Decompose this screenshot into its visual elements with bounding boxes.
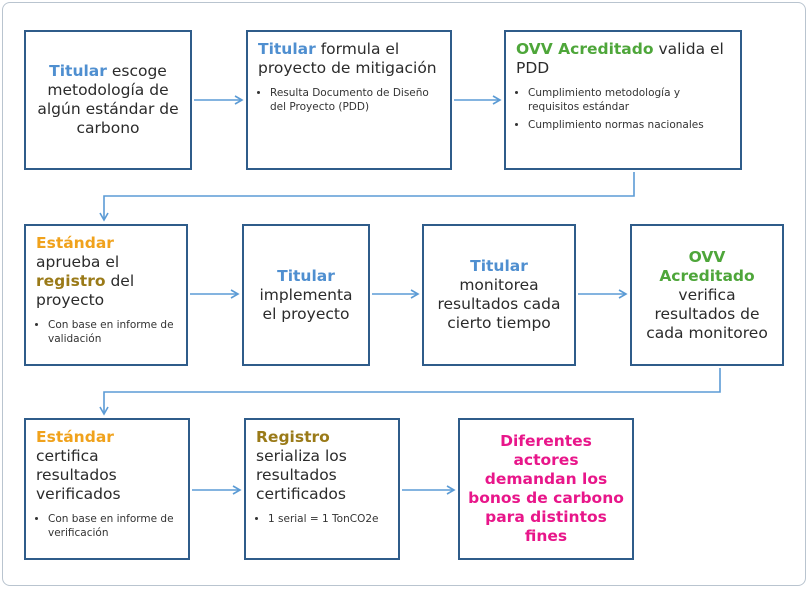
actor-label: Titular xyxy=(277,266,335,285)
actor-label: Estándar xyxy=(36,428,114,446)
bullet-list: Resulta Documento de Diseño del Proyecto… xyxy=(258,86,440,114)
step-text: implementa el proyecto xyxy=(259,285,353,323)
step-verify-results: OVV Acreditado verifica resultados de ca… xyxy=(630,224,784,366)
actor-label: Estándar xyxy=(36,234,114,252)
bullet-item: Cumplimiento normas nacionales xyxy=(528,118,730,132)
bullet-item: Cumplimiento metodología y requisitos es… xyxy=(528,86,730,114)
step-text: formula el proyecto de mitigación xyxy=(258,40,437,77)
step-text: aprueba el xyxy=(36,253,120,271)
final-step-text: Diferentes actores demandan los bonos de… xyxy=(468,432,624,545)
actor-label: Titular xyxy=(470,257,528,275)
actor-label: OVV Acreditado xyxy=(659,247,755,285)
step-serialize-results: Registro serializa los resultados certif… xyxy=(244,418,400,560)
step-demand-bonds: Diferentes actores demandan los bonos de… xyxy=(458,418,634,560)
step-text: monitorea resultados cada cierto tiempo xyxy=(437,276,561,332)
actor-label: Registro xyxy=(256,428,330,446)
step-approve-registration: Estándar aprueba el registro del proyect… xyxy=(24,224,188,366)
step-certify-results: Estándar certifica resultados verificado… xyxy=(24,418,190,560)
step-text: certifica resultados verificados xyxy=(36,447,121,503)
actor-label: Titular xyxy=(49,62,107,80)
bullet-item: 1 serial = 1 TonCO2e xyxy=(268,512,388,526)
step-implement-project: Titular implementa el proyecto xyxy=(242,224,370,366)
step-formulate-project: Titular formula el proyecto de mitigació… xyxy=(246,30,452,170)
step-choose-methodology: Titular escoge metodología de algún está… xyxy=(24,30,192,170)
bullet-list: Con base en informe de verificación xyxy=(36,512,178,540)
registro-highlight: registro xyxy=(36,272,106,290)
actor-label: Titular xyxy=(258,40,316,58)
bullet-list: Cumplimiento metodología y requisitos es… xyxy=(516,86,730,132)
step-text-end: del proyecto xyxy=(36,272,135,309)
bullet-item: Con base en informe de verificación xyxy=(48,512,178,540)
step-validate-pdd: OVV Acreditado valida el PDD Cumplimient… xyxy=(504,30,742,170)
bullet-item: Resulta Documento de Diseño del Proyecto… xyxy=(270,86,440,114)
bullet-list: 1 serial = 1 TonCO2e xyxy=(256,512,388,526)
step-text: escoge metodología de algún estándar de … xyxy=(37,62,179,137)
bullet-item: Con base en informe de validación xyxy=(48,318,176,346)
step-text: verifica resultados de cada monitoreo xyxy=(646,285,768,342)
step-text: valida el PDD xyxy=(516,40,724,77)
bullet-list: Con base en informe de validación xyxy=(36,318,176,346)
actor-label: OVV Acreditado xyxy=(516,40,654,58)
step-monitor-results: Titular monitorea resultados cada cierto… xyxy=(422,224,576,366)
step-text: serializa los resultados certificados xyxy=(256,447,347,503)
